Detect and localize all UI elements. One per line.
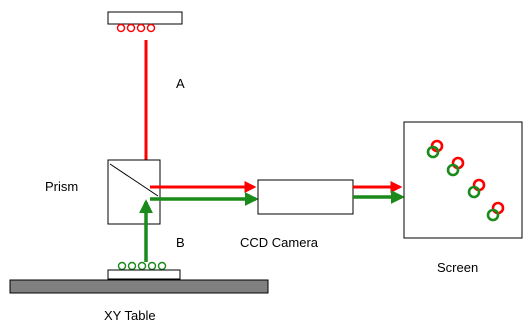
screen-box <box>403 121 523 239</box>
screen-spot <box>446 156 465 177</box>
screen-label: Screen <box>437 260 478 275</box>
ccd-camera-label: CCD Camera <box>240 235 319 250</box>
prism-diagonal <box>109 163 159 197</box>
prism-label: Prism <box>45 179 78 194</box>
lower-component <box>107 261 181 280</box>
beam-a-label: A <box>176 76 185 91</box>
upper-component <box>107 11 183 33</box>
xy-table <box>9 279 269 294</box>
beam-b-label: B <box>176 235 185 250</box>
prism <box>107 159 161 225</box>
upper-plate <box>107 11 183 25</box>
upper-bumps <box>116 23 156 33</box>
lower-plate <box>107 269 181 280</box>
xy-table-label: XY Table <box>104 308 156 323</box>
screen-spots <box>426 139 505 222</box>
screen-spot <box>426 139 444 159</box>
ccd-camera-box <box>257 179 354 215</box>
lower-bumps <box>117 261 167 271</box>
screen-spot <box>486 201 505 222</box>
screen-spot <box>467 178 486 199</box>
